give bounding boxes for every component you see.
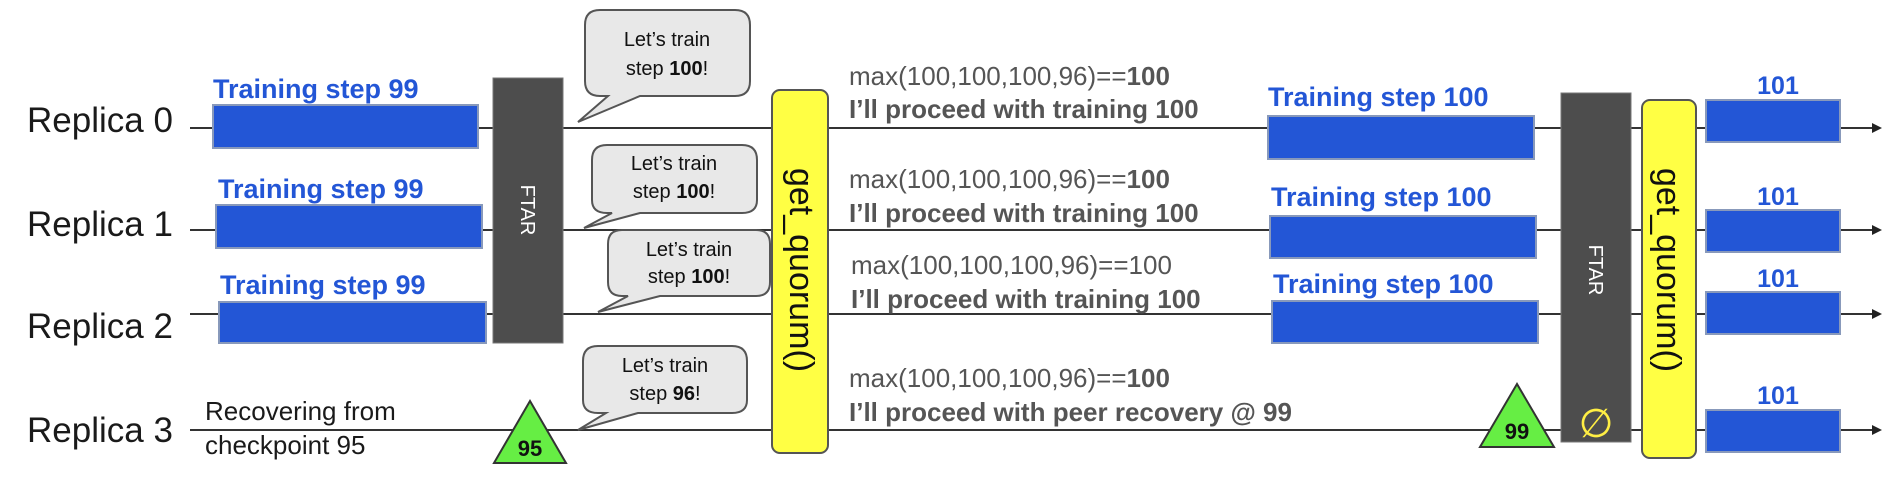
- empty-set-icon: ∅: [1579, 402, 1614, 446]
- replica-1-step-100-label: Training step 100: [1271, 182, 1492, 212]
- replica-3-speech-bubble: [577, 345, 748, 431]
- replica-0-max-message: max(100,100,100,96)==100: [849, 61, 1170, 91]
- replica-2-proceed-message: I’ll proceed with training 100: [851, 284, 1201, 314]
- get-quorum-block-2: [1641, 99, 1697, 459]
- replica-3-recovering-line1: Recovering from: [205, 396, 396, 426]
- replica-0-bubble-line1: Let’s train: [624, 29, 710, 51]
- replica-2-speech-bubble: [597, 229, 771, 313]
- replica-1-step-101-label: 101: [1757, 183, 1799, 211]
- get-quorum-label-2: get_quorum(): [1649, 168, 1687, 372]
- replica-1-speech-bubble: [583, 144, 758, 229]
- checkpoint-95-triangle: [492, 399, 568, 464]
- get-quorum-label-1: get_quorum(): [782, 168, 820, 372]
- replica-0-step-99-label: Training step 99: [213, 74, 419, 104]
- replica-2-step-101-block: [1705, 291, 1841, 335]
- replica-2-bubble-line2: step 100!: [648, 266, 730, 288]
- replica-2-label: Replica 2: [27, 307, 173, 346]
- ftar-label-2: FTAR: [1584, 245, 1606, 296]
- replica-2-step-100-block: [1271, 300, 1539, 344]
- ftar-block-1: [492, 77, 564, 344]
- replica-1-bubble-line1: Let’s train: [631, 153, 717, 175]
- replica-1-max-message: max(100,100,100,96)==100: [849, 164, 1170, 194]
- replica-2-step-99-block: [218, 301, 487, 344]
- replica-1-step-99-block: [215, 204, 483, 249]
- replica-3-step-101-block: [1705, 409, 1841, 453]
- replica-3-bubble-line2: step 96!: [629, 383, 700, 405]
- replica-3-label: Replica 3: [27, 411, 173, 450]
- replica-0-step-101-block: [1705, 99, 1841, 143]
- replica-1-step-101-block: [1705, 209, 1841, 253]
- replica-0-step-101-label: 101: [1757, 72, 1799, 100]
- replica-3-max-message: max(100,100,100,96)==100: [849, 363, 1170, 393]
- checkpoint-95-label: 95: [518, 436, 542, 461]
- replica-2-step-101-label: 101: [1757, 265, 1799, 293]
- replica-1-label: Replica 1: [27, 205, 173, 244]
- replica-3-bubble-line1: Let’s train: [622, 355, 708, 377]
- replica-0-step-100-label: Training step 100: [1268, 82, 1489, 112]
- replica-0-label: Replica 0: [27, 101, 173, 140]
- checkpoint-99-triangle: [1478, 382, 1556, 448]
- replica-3-recovering-line2: checkpoint 95: [205, 430, 365, 460]
- replica-0-speech-bubble: [577, 9, 751, 123]
- replica-3-step-101-label: 101: [1757, 382, 1799, 410]
- replica-1-step-100-block: [1269, 215, 1537, 259]
- replica-2-step-100-label: Training step 100: [1273, 269, 1494, 299]
- checkpoint-99-label: 99: [1505, 419, 1529, 444]
- replica-2-step-99-label: Training step 99: [220, 270, 426, 300]
- get-quorum-block-1: [771, 89, 829, 454]
- replica-0-bubble-line2: step 100!: [626, 58, 708, 80]
- replica-2-max-message: max(100,100,100,96)==100: [851, 250, 1172, 280]
- replica-2-bubble-line1: Let’s train: [646, 239, 732, 261]
- replica-0-step-99-block: [212, 104, 479, 149]
- replica-1-proceed-message: I’ll proceed with training 100: [849, 198, 1199, 228]
- replica-0-step-100-block: [1267, 115, 1535, 160]
- replica-1-step-99-label: Training step 99: [218, 174, 424, 204]
- replica-3-proceed-message: I’ll proceed with peer recovery @ 99: [849, 397, 1292, 427]
- replica-1-bubble-line2: step 100!: [633, 181, 715, 203]
- ftar-block-2: [1560, 92, 1632, 443]
- replica-0-proceed-message: I’ll proceed with training 100: [849, 94, 1199, 124]
- ftar-label-1: FTAR: [516, 185, 538, 236]
